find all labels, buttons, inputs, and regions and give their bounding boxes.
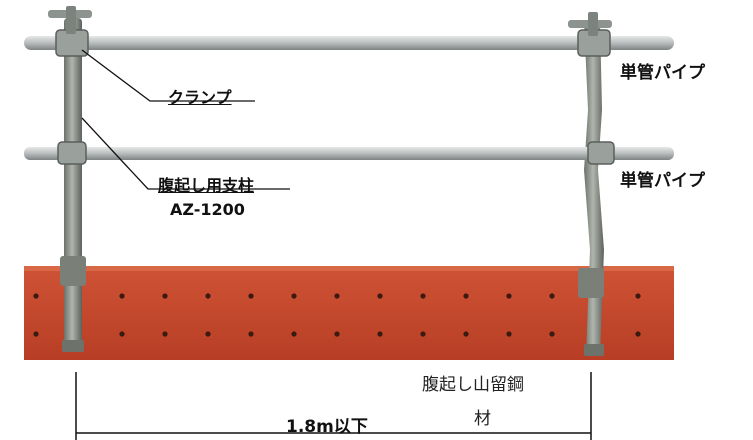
wale-label-line2: 材 — [474, 409, 491, 429]
upper-pipe-label: 単管パイプ — [620, 63, 705, 83]
bolt-hole — [162, 293, 168, 299]
wale-beam — [24, 266, 674, 360]
bolt-hole — [549, 293, 555, 299]
bolt-hole — [334, 331, 340, 337]
post-model-label: AZ-1200 — [170, 200, 245, 219]
clamp-leader — [81, 49, 255, 102]
upper-pipe — [24, 36, 674, 50]
bolt-hole — [291, 293, 297, 299]
bolt-hole — [119, 331, 125, 337]
clamp-mid-right — [587, 141, 615, 165]
bolt-hole — [506, 293, 512, 299]
bolt-hole — [248, 293, 254, 299]
leader-lines — [81, 49, 290, 190]
post-leader — [81, 117, 290, 190]
lower-pipe-label: 単管パイプ — [620, 171, 705, 191]
bolt-hole — [205, 331, 211, 337]
bolt-hole — [33, 293, 39, 299]
right-post — [578, 20, 604, 356]
bolt-hole — [334, 293, 340, 299]
wale-label-line1: 腹起し山留鋼 — [422, 375, 524, 395]
clamp-top-left — [48, 6, 92, 57]
bolt-hole — [635, 331, 641, 337]
lower-pipe — [24, 147, 674, 160]
bolt-hole — [33, 331, 39, 337]
bolt-hole — [506, 331, 512, 337]
bolt-hole — [248, 331, 254, 337]
bolt-hole — [420, 331, 426, 337]
bolt-hole — [119, 293, 125, 299]
clamp-label: クランプ — [168, 88, 232, 107]
bolt-hole — [635, 293, 641, 299]
bolt-hole — [162, 331, 168, 337]
bolt-hole — [377, 293, 383, 299]
post-label: 腹起し用支柱 — [158, 176, 255, 195]
bolt-hole — [420, 293, 426, 299]
dimension-label: 1.8m以下 — [286, 417, 368, 437]
dimension-line — [75, 372, 592, 440]
bolt-hole — [463, 331, 469, 337]
bolt-hole — [291, 331, 297, 337]
bolt-hole — [377, 331, 383, 337]
clamp-mid-left — [57, 141, 87, 165]
bolt-hole — [463, 293, 469, 299]
clamp-top-right — [568, 12, 612, 57]
left-post — [60, 18, 86, 352]
bolt-hole — [205, 293, 211, 299]
bolt-hole — [549, 331, 555, 337]
